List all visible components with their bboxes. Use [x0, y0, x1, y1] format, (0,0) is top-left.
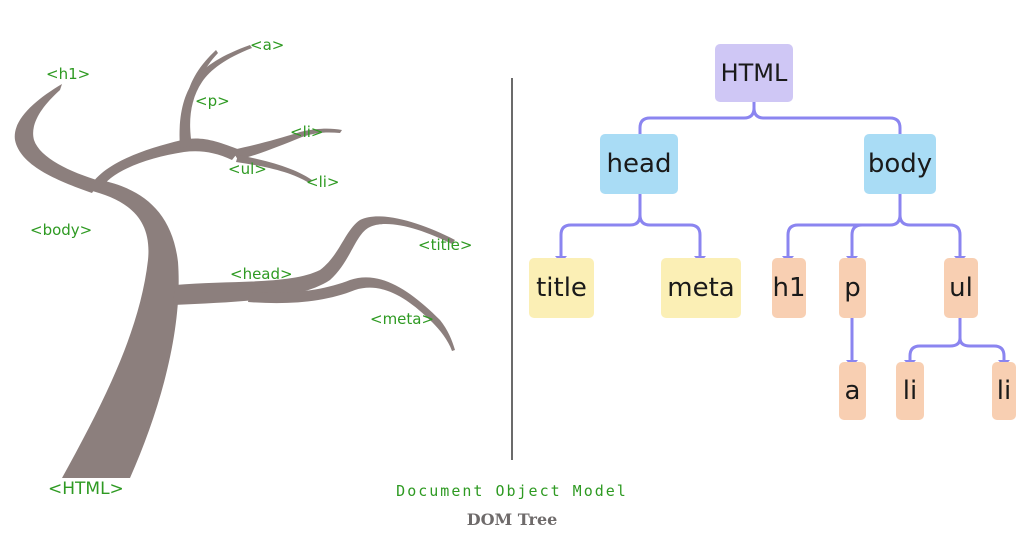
tree-label-a: <a>: [250, 36, 285, 54]
tree-label-html: <HTML>: [48, 479, 124, 499]
node-li-1: li: [896, 362, 924, 420]
edge-head-meta: [638, 214, 702, 258]
node-body: body: [864, 134, 936, 194]
tree-label-title: <title>: [418, 236, 473, 254]
edge-html-head: [638, 96, 756, 136]
node-h1: h1: [772, 258, 806, 318]
branch-body-h1: [14, 84, 100, 193]
edge-html-body: [752, 107, 902, 136]
tree-label-li-2: <li>: [306, 173, 340, 191]
caption-subtitle: DOM Tree: [466, 510, 558, 529]
node-head: head: [600, 134, 678, 194]
trunk: [62, 180, 179, 478]
tree-label-li-1: <li>: [290, 123, 324, 141]
node-ul: ul: [944, 258, 978, 318]
edge-body-p: [850, 223, 863, 258]
node-a: a: [839, 362, 866, 420]
tree-label-body: <body>: [30, 221, 93, 239]
node-p: p: [839, 258, 866, 318]
edge-ul-li2: [958, 337, 1006, 362]
branch-meta: [248, 277, 455, 351]
tree-label-p: <p>: [195, 92, 230, 110]
edge-ul-li1: [908, 316, 962, 362]
edge-body-h1: [786, 192, 902, 258]
node-html: HTML: [715, 44, 793, 102]
organic-tree: [14, 45, 455, 478]
branch-a-twig: [186, 50, 218, 102]
node-li-2: li: [992, 362, 1016, 420]
branch-li: [236, 155, 312, 183]
tree-label-meta: <meta>: [370, 310, 435, 328]
dom-connectors: [559, 96, 1006, 362]
node-title: title: [529, 258, 594, 318]
branch-head: [173, 216, 455, 305]
edge-head-title: [559, 192, 642, 258]
node-meta: meta: [661, 258, 741, 318]
caption-title: Document Object Model: [396, 482, 628, 500]
branch-ul: [232, 128, 342, 160]
tree-label-head: <head>: [230, 265, 293, 283]
tree-label-h1: <h1>: [46, 65, 91, 83]
tree-label-ul: <ul>: [228, 160, 267, 178]
edge-body-ul: [898, 214, 962, 258]
branch-upper: [88, 138, 240, 190]
